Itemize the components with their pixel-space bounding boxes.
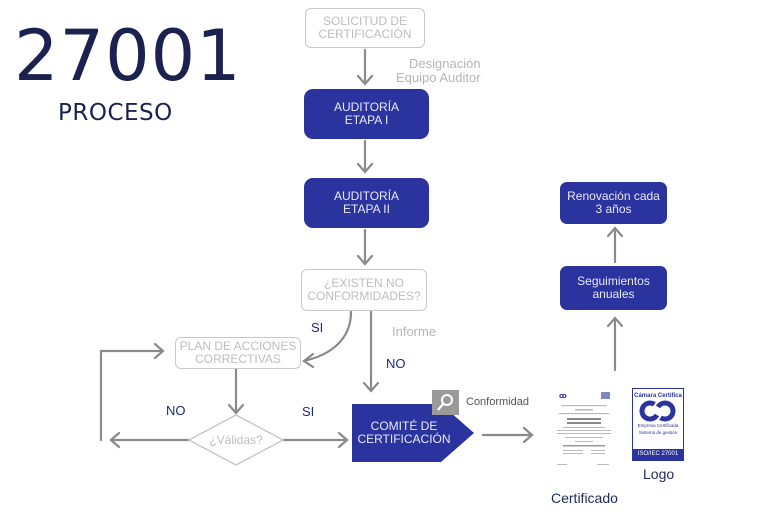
label-no-validas: NO — [166, 403, 186, 418]
certificate-document-image: ꝏ — [553, 388, 615, 470]
node-solicitud-certificacion: SOLICITUD DE CERTIFICACIÓN — [305, 8, 425, 48]
node-comite-certificacion: COMITÉ DE CERTIFICACIÓN — [357, 419, 451, 446]
arrowhead — [302, 352, 315, 369]
arrowhead — [109, 431, 121, 449]
logo-header: Cámara Certifica — [634, 393, 682, 399]
label-informe: Informe — [392, 324, 437, 339]
label-certificado: Certificado — [551, 490, 618, 506]
node-auditoria-etapa-1: AUDITORÍA ETAPA I — [304, 89, 429, 139]
node-plan-acciones-correctivas: PLAN DE ACCIONES CORRECTIVAS — [175, 337, 301, 369]
node-renovacion: Renovación cada 3 años — [560, 182, 667, 224]
arrowhead — [356, 254, 374, 266]
arrowhead — [606, 316, 624, 328]
label-si-existen: SI — [311, 320, 324, 335]
comite-shape — [352, 404, 474, 462]
search-button[interactable] — [432, 390, 459, 415]
logo-cc-icon — [639, 400, 676, 422]
arrowhead — [356, 162, 374, 174]
logo-line1: Empresa Certificada — [637, 423, 679, 428]
node-existen-no-conformidades: ¿EXISTEN NO CONFORMIDADES? — [301, 269, 427, 311]
arrowhead — [522, 426, 534, 444]
certification-logo: Cámara Certifica Empresa Certificada Sis… — [632, 388, 684, 461]
validas-diamond — [187, 414, 285, 466]
process-subtitle: PROCESO — [58, 100, 173, 126]
label-conformidad: Conformidad — [466, 396, 529, 408]
arrowhead — [227, 403, 245, 415]
arrowhead — [153, 342, 165, 360]
arrowhead — [337, 431, 349, 449]
label-si-validas: SI — [302, 404, 315, 419]
loop-back-to-plan — [99, 349, 165, 442]
standard-number-title: 27001 — [14, 15, 242, 97]
node-auditoria-etapa-2: AUDITORÍA ETAPA II — [304, 178, 429, 228]
logo-line2: Sistema de gestión — [638, 430, 678, 435]
magnifier-icon — [437, 394, 453, 411]
arrowhead — [356, 74, 374, 86]
logo-footer: ISO/IEC 27001 — [633, 449, 683, 460]
node-seguimientos-anuales: Seguimientos anuales — [560, 266, 667, 310]
arrowhead — [606, 226, 624, 238]
label-designacion-equipo: Designación Equipo Auditor — [396, 56, 481, 85]
arrow-existen-si-to-plan — [302, 310, 353, 363]
label-logo: Logo — [643, 466, 675, 482]
node-validas: ¿Válidas? — [209, 432, 263, 447]
arrowhead — [362, 381, 380, 393]
svg-text:ꝏ: ꝏ — [559, 392, 567, 400]
label-no-existen: NO — [386, 356, 406, 371]
